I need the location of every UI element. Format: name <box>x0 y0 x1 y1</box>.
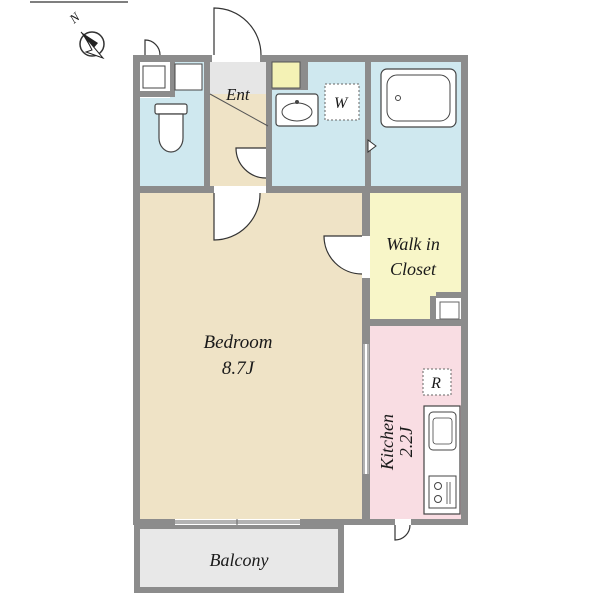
entrance-step-line <box>209 93 269 127</box>
windows <box>175 344 369 525</box>
bedroom-door[interactable] <box>213 192 261 241</box>
kitchen-size: 2.2J <box>396 426 416 458</box>
hall-door[interactable] <box>235 147 267 179</box>
toilet-window-door <box>144 39 161 56</box>
washer-label: W <box>334 95 349 112</box>
bedroom-label: Bedroom <box>204 332 273 353</box>
closet-box-icon <box>439 301 460 320</box>
washer-space-icon <box>324 83 360 121</box>
toilet-icon <box>154 103 188 153</box>
closet-label-line2: Closet <box>390 259 437 279</box>
refrigerator-space-icon <box>422 368 452 396</box>
doors <box>144 7 411 541</box>
refrigerator-label: R <box>430 375 441 392</box>
bath-door-marker <box>367 139 377 153</box>
bathtub-icon <box>380 68 457 128</box>
entrance-door[interactable] <box>213 7 262 56</box>
stove-icon <box>428 475 457 509</box>
kitchen-label: Kitchen <box>377 414 397 471</box>
balcony <box>140 529 338 587</box>
closet-label-line1: Walk in <box>386 234 440 254</box>
closet-door[interactable] <box>323 235 363 275</box>
north-label: N <box>66 8 84 27</box>
north-arrow-icon: N <box>66 8 105 60</box>
bedroom-size: 8.7J <box>222 358 256 379</box>
entrance-floor <box>210 62 272 94</box>
toilet-alcove-icon <box>142 65 166 89</box>
wash-basin-icon <box>275 93 319 127</box>
kitchen-exit-door[interactable] <box>394 524 411 541</box>
shelf-icon <box>174 63 203 91</box>
balcony-label: Balcony <box>210 550 269 570</box>
entrance-label: Ent <box>225 85 251 104</box>
shoe-box-icon <box>271 61 301 89</box>
